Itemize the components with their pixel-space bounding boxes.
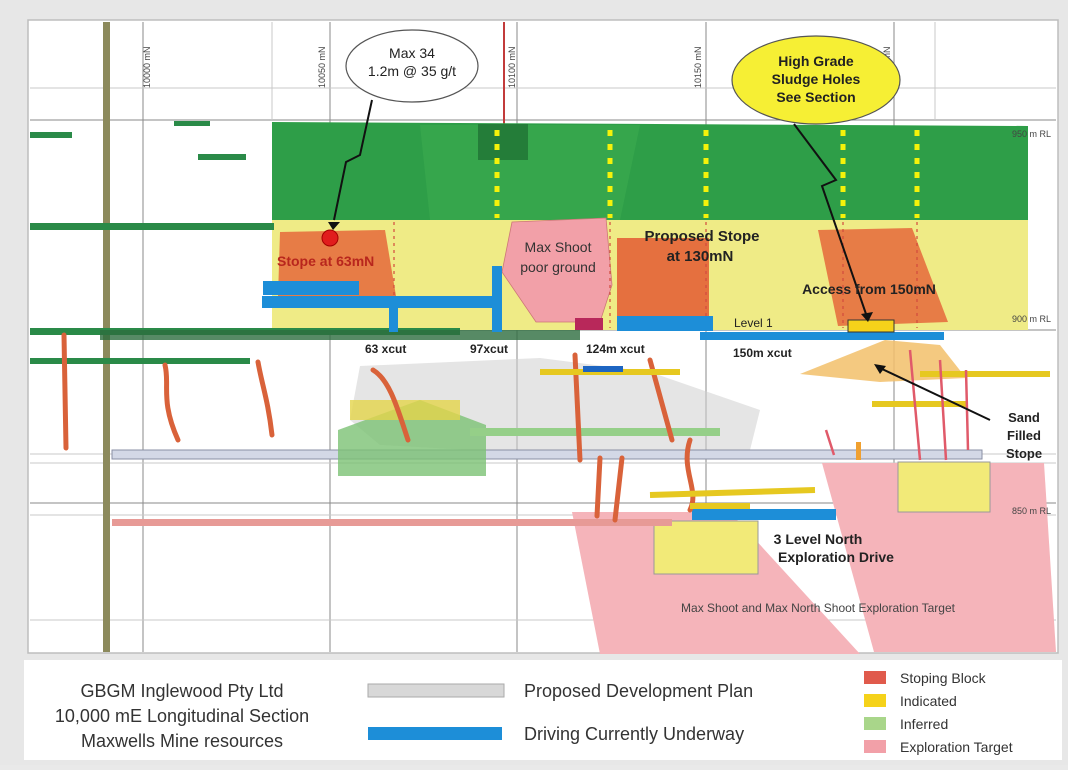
label-drive-1: 3 Level North (774, 531, 863, 547)
label-access-150: Access from 150mN (802, 281, 936, 297)
max34-line1: Max 34 (389, 45, 435, 61)
blue-drives (262, 266, 944, 520)
label-stope-63: Stope at 63mN (277, 253, 374, 269)
label-max-shoot-1: Max Shoot (525, 239, 592, 255)
key-stoping-label: Stoping Block (900, 670, 987, 686)
exploration-target-right (822, 463, 1056, 652)
rl-label-900: 900 m RL (1012, 314, 1051, 324)
northing-label-10050: 10050 mN (317, 46, 327, 88)
label-xcut124: 124m xcut (586, 342, 645, 356)
label-max-shoot-2: poor ground (520, 259, 596, 275)
exploration-target-left (572, 512, 860, 654)
northing-label-10100: 10100 mN (507, 46, 517, 88)
key-swatch-stoping (864, 671, 886, 684)
northing-label-10000: 10000 mN (142, 46, 152, 88)
proposed-plan-swatch (367, 683, 505, 698)
max34-line2: 1.2m @ 35 g/t (368, 63, 456, 79)
label-sand-2: Filled (1007, 428, 1041, 443)
label-xcut150: 150m xcut (733, 346, 792, 360)
key-exploration-label: Exploration Target (900, 739, 1013, 755)
sludge-line1: High Grade (778, 53, 854, 69)
label-exploration-target: Max Shoot and Max North Shoot Exploratio… (681, 601, 956, 615)
legend-driving: Driving Currently Underway (524, 724, 744, 744)
legend-section: 10,000 mE Longitudinal Section (55, 706, 309, 726)
legend-panel (24, 660, 1062, 760)
sludge-line3: See Section (776, 89, 855, 105)
legend-resources: Maxwells Mine resources (81, 731, 283, 751)
pink-lower-drive (112, 519, 672, 526)
stope-63 (278, 230, 396, 296)
driving-swatch (368, 727, 502, 740)
rl-label-950: 950 m RL (1012, 129, 1051, 139)
sludge-callout-bubble (731, 35, 901, 125)
indicated-block-low (653, 520, 759, 575)
label-proposed-stope-2: at 130mN (667, 248, 734, 265)
label-level1: Level 1 (734, 316, 773, 330)
label-sand-3: Stope (1006, 446, 1042, 461)
max34-drill-intersection (321, 229, 339, 247)
max34-callout-bubble (345, 29, 479, 103)
key-inferred-label: Inferred (900, 716, 948, 732)
indicated-block-right (897, 461, 991, 513)
indicated-patch (350, 400, 460, 420)
key-swatch-indicated (864, 694, 886, 707)
legend-company: GBGM Inglewood Pty Ltd (80, 681, 283, 701)
sludge-line2: Sludge Holes (772, 71, 861, 87)
northing-label-10150: 10150 mN (693, 46, 703, 88)
label-drive-2: Exploration Drive (778, 549, 894, 565)
label-xcut63: 63 xcut (365, 342, 406, 356)
label-sand-1: Sand (1008, 410, 1040, 425)
sludge-holes (494, 130, 920, 218)
proposed-drive-grey (111, 449, 983, 460)
legend-proposed-plan: Proposed Development Plan (524, 681, 753, 701)
rl-label-850: 850 m RL (1012, 506, 1051, 516)
inferred-strip (470, 428, 720, 436)
key-indicated-label: Indicated (900, 693, 957, 709)
key-swatch-exploration (864, 740, 886, 753)
label-xcut97: 97xcut (470, 342, 508, 356)
stope-150 (818, 228, 948, 326)
key-swatch-inferred (864, 717, 886, 730)
label-proposed-stope-1: Proposed Stope (644, 228, 759, 245)
proposed-stope-130 (617, 238, 709, 318)
